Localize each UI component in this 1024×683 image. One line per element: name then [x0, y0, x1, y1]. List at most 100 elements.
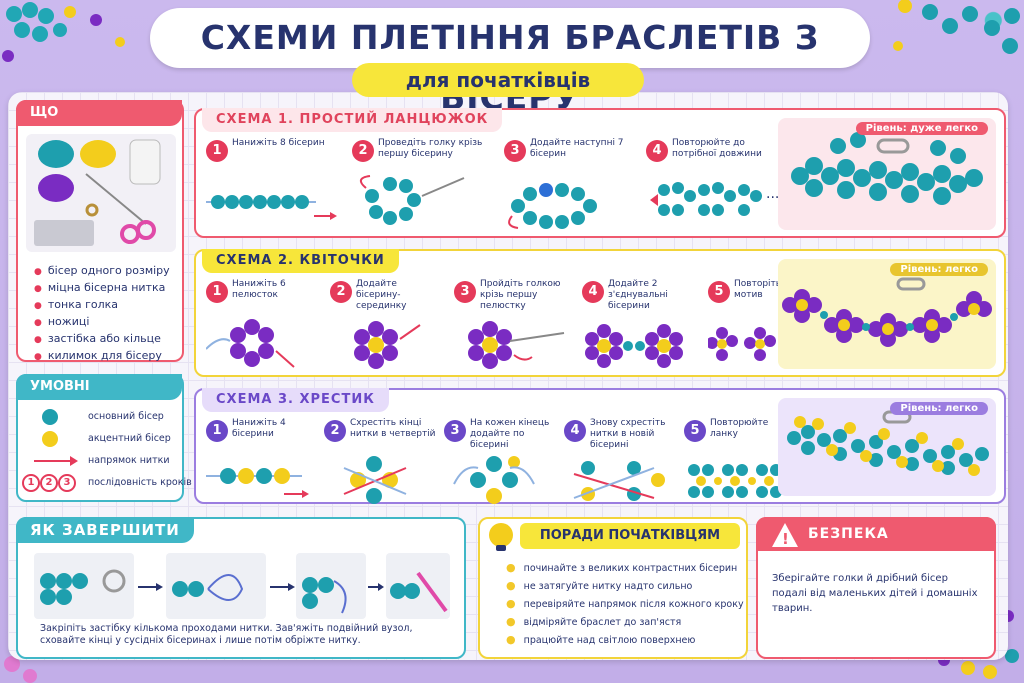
tips-card: ПОРАДИ ПОЧАТКІВЦЯМ починайте з великих к…	[478, 517, 748, 659]
step-text: Нанижіть 4 бісерини	[232, 418, 286, 439]
step-number: 3	[504, 140, 526, 162]
warning-icon: !	[772, 523, 798, 548]
step-number: 1	[206, 140, 228, 162]
lightbulb-icon	[489, 523, 513, 551]
scheme-2-bracelet-photo: Рівень: легко	[778, 259, 996, 369]
step-text: Знову схрестіть нитки в новій бісерині	[590, 418, 666, 450]
step-text: Пройдіть голкою крізь першу пелюстку	[480, 279, 561, 311]
flower-petals-icon	[206, 319, 295, 368]
step-number: 2	[330, 281, 352, 303]
scheme-3-panel: СХЕМА 3. ХРЕСТИК 1 Нанижіть 4 бісерини 2…	[194, 388, 1006, 504]
needs-item: килимок для бісеру	[34, 347, 170, 364]
step-number: 4	[564, 420, 586, 442]
scheme-2-panel: СХЕМА 2. КВІТОЧКИ 1 Нанижіть 6 пелюсток …	[194, 249, 1006, 377]
scheme-1-title: СХЕМА 1. ПРОСТИЙ ЛАНЦЮЖОК	[202, 108, 503, 132]
recross-icon	[573, 461, 665, 501]
bead-loop-icon	[508, 183, 597, 229]
tip-item: перевіряйте напрямок після кожного кроку	[506, 595, 744, 613]
teal-bracelet-icon	[791, 132, 983, 205]
tip-item: починайте з великих контрастних бісерин	[506, 559, 744, 577]
tip-item: не затягуйте нитку надто сильно	[506, 577, 744, 595]
legend-label: напрямок нитки	[88, 455, 170, 466]
finish-card: ЯК ЗАВЕРШИТИ Закріпіть застібку кількома…	[16, 517, 466, 659]
page-subtitle: для початківців	[352, 63, 644, 97]
teal-bead-icon	[42, 409, 58, 425]
scheme-3-step: 4 Знову схрестіть нитки в новій бісерині	[558, 416, 676, 512]
step-number: 5	[708, 281, 730, 303]
step-number: 2	[352, 140, 374, 162]
step-text: На кожен кінець додайте по бісерині	[470, 418, 550, 450]
step-text: Схрестіть кінці нитки в четвертій	[350, 418, 436, 439]
needs-item: міцна бісерна нитка	[34, 279, 170, 296]
scheme-1-step: 1 Нанижіть 8 бісерин	[200, 136, 340, 232]
level-badge: Рівень: легко	[890, 402, 988, 415]
step-number: 4	[582, 281, 604, 303]
flower-bracelet-icon	[782, 277, 992, 347]
knot-photo	[166, 553, 266, 619]
two-flowers-icon	[585, 324, 683, 368]
flower-center-icon	[354, 321, 421, 369]
flower-needle-icon	[468, 321, 565, 369]
add-beads-icon	[453, 456, 535, 504]
title-banner: СХЕМИ ПЛЕТІННЯ БРАСЛЕТІВ З БІСЕРУ	[150, 8, 870, 117]
step-number: 2	[324, 420, 346, 442]
step-text: Проведіть голку крізь першу бісерину	[378, 138, 483, 159]
safety-card: БЕЗПЕКА ! Зберігайте голки й дрібний біс…	[756, 517, 996, 659]
needs-item: бісер одного розміру	[34, 262, 170, 279]
legend-label: акцентний бісер	[88, 433, 171, 444]
scheme-2-step: 4 Додайте 2 з'єднувальні бісерини	[576, 277, 706, 373]
tips-title: ПОРАДИ ПОЧАТКІВЦЯМ	[520, 523, 740, 549]
scheme-2-title: СХЕМА 2. КВІТОЧКИ	[202, 249, 399, 273]
step-number: 1	[206, 281, 228, 303]
scheme-1-bracelet-photo: Рівень: дуже легко	[778, 118, 996, 230]
finish-text: Закріпіть застібку кількома проходами ни…	[40, 623, 413, 646]
legend-card: УМОВНІ ПОЗНАЧЕННЯ основний бісер акцентн…	[16, 374, 192, 502]
level-badge: Рівень: легко	[890, 263, 988, 276]
yellow-bead-icon	[42, 431, 58, 447]
scheme-2-step: 2 Додайте бісерину-серединку	[324, 277, 444, 373]
scheme-3-title: СХЕМА 3. ХРЕСТИК	[202, 388, 389, 412]
step-number: 3	[444, 420, 466, 442]
step-number: 3	[454, 281, 476, 303]
cross-bracelet-icon	[787, 410, 989, 476]
step-text: Повторюйте до потрібної довжини	[672, 138, 762, 159]
tools-icon	[34, 139, 161, 246]
step-number: 5	[684, 420, 706, 442]
scheme-1-panel: СХЕМА 1. ПРОСТИЙ ЛАНЦЮЖОК 1 Нанижіть 8 б…	[194, 108, 1006, 238]
bead-ring-icon	[359, 175, 465, 225]
red-arrow-icon	[34, 456, 78, 466]
scheme-1-step: 4 Повторюйте до потрібної довжини ···	[640, 136, 782, 232]
finish-title: ЯК ЗАВЕРШИТИ	[16, 517, 194, 543]
legend-row: основний бісер	[30, 406, 164, 428]
svg-text:!: !	[782, 530, 789, 548]
needs-title: ЩО ЗНАДОБИТЬСЯ	[16, 100, 182, 146]
legend-row: напрямок нитки	[30, 450, 170, 472]
needs-card: ЩО ЗНАДОБИТЬСЯ бісер одного розміру міцн…	[16, 100, 184, 362]
scheme-2-step: 3 Пройдіть голкою крізь першу пелюстку	[448, 277, 574, 373]
needs-list: бісер одного розміру міцна бісерна нитка…	[34, 262, 170, 364]
scheme-1-step: 2 Проведіть голку крізь першу бісерину	[346, 136, 492, 232]
legend-title: УМОВНІ ПОЗНАЧЕННЯ	[16, 374, 182, 420]
four-beads-icon	[206, 468, 309, 498]
safety-text: Зберігайте голки й дрібний бісер подалі …	[772, 573, 978, 614]
svg-text:···: ···	[766, 190, 779, 206]
tools-illustration	[26, 134, 176, 252]
level-badge: Рівень: дуже легко	[855, 122, 988, 135]
legend-row: акцентний бісер	[30, 428, 171, 450]
scheme-3-step: 5 Повторюйте ланку	[678, 416, 788, 512]
finishing-steps-illustration	[34, 553, 450, 619]
legend-label: послідовність кроків	[88, 477, 192, 488]
cross-row-icon	[688, 464, 782, 498]
legend-label: основний бісер	[88, 411, 164, 422]
bead-figure-eight-icon: ···	[650, 182, 779, 216]
cross-beads-icon	[343, 456, 407, 504]
scheme-1-step: 3 Додайте наступні 7 бісерин	[498, 136, 638, 232]
step-number: 4	[646, 140, 668, 162]
needs-item: тонка голка	[34, 296, 170, 313]
scheme-3-bracelet-photo: Рівень: легко	[778, 398, 996, 496]
step-text: Нанижіть 6 пелюсток	[232, 279, 286, 300]
step-text: Додайте 2 з'єднувальні бісерини	[608, 279, 668, 311]
tip-item: працюйте над світлою поверхнею	[506, 631, 744, 649]
